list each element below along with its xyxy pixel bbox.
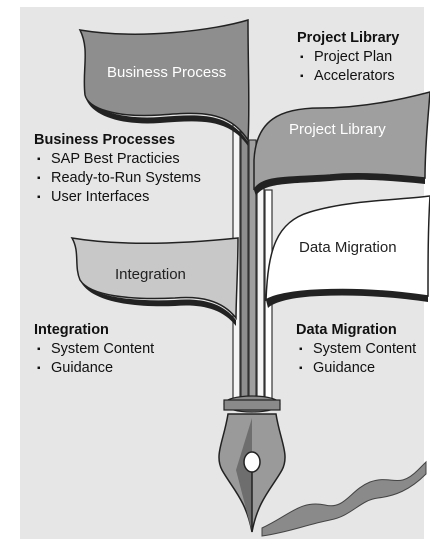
block-list: Project Plan Accelerators	[297, 48, 399, 86]
list-item: Project Plan	[297, 48, 399, 67]
list-item: User Interfaces	[34, 188, 201, 207]
leaf-data-migration-shadow	[266, 289, 428, 308]
list-item: Ready-to-Run Systems	[34, 169, 201, 188]
list-item: System Content	[296, 340, 416, 359]
list-item: Accelerators	[297, 67, 399, 86]
leaf-business-process	[78, 18, 250, 143]
block-data-migration: Data Migration System Content Guidance	[296, 321, 416, 378]
list-item: Guidance	[296, 359, 416, 378]
leaf-project-library	[253, 91, 430, 191]
list-item: Guidance	[34, 359, 154, 378]
leaf-label-project-library: Project Library	[289, 121, 386, 138]
leaf-label-data-migration: Data Migration	[299, 239, 397, 256]
block-title: Data Migration	[296, 322, 397, 338]
list-item: System Content	[34, 340, 154, 359]
ink-squiggle	[261, 460, 427, 537]
pen-nib-hole	[243, 451, 261, 473]
leaf-label-integration: Integration	[115, 266, 186, 283]
block-list: System Content Guidance	[34, 340, 154, 378]
block-business-processes: Business Processes SAP Best Practicies R…	[34, 131, 201, 207]
block-title: Project Library	[297, 30, 400, 46]
block-project-library: Project Library Project Plan Accelerator…	[297, 29, 399, 86]
block-title: Business Processes	[34, 132, 176, 148]
pen-collar-band	[223, 399, 281, 411]
block-title: Integration	[34, 322, 109, 338]
leaf-business-process-shadow	[85, 95, 248, 146]
pen-nib-shade	[236, 418, 252, 532]
block-list: SAP Best Practicies Ready-to-Run Systems…	[34, 150, 201, 207]
leaf-project-library-shadow	[254, 173, 425, 196]
list-item: SAP Best Practicies	[34, 150, 201, 169]
block-list: System Content Guidance	[296, 340, 416, 378]
block-integration: Integration System Content Guidance	[34, 321, 154, 378]
leaf-integration-shadow	[80, 280, 236, 326]
leaf-label-business-process: Business Process	[107, 64, 227, 81]
